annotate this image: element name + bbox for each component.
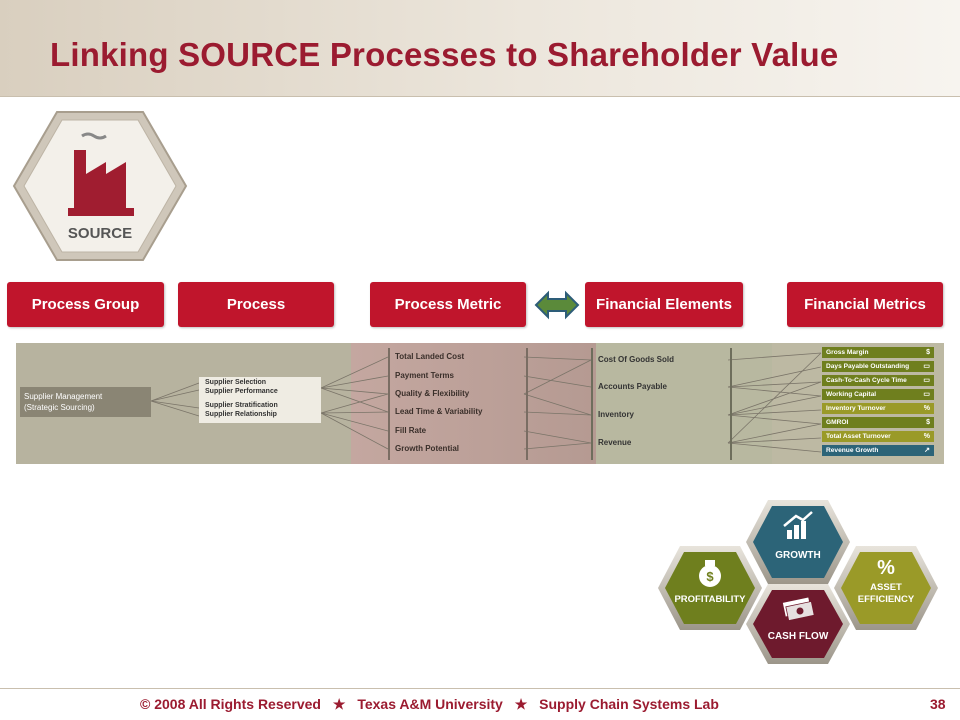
process-metrics-box: Total Landed Cost Payment Terms Quality … — [388, 348, 528, 460]
metric-icon: ▭ — [923, 363, 930, 370]
metric-icon: % — [923, 405, 930, 412]
star-icon: ★ — [514, 696, 528, 712]
page-number: 38 — [930, 696, 946, 712]
financial-metric-row: Total Asset Turnover% — [822, 431, 934, 442]
financial-metric-row: Inventory Turnover% — [822, 403, 934, 414]
metric-icon: $ — [926, 419, 930, 426]
footer: © 2008 All Rights Reserved ★ Texas A&M U… — [140, 696, 719, 713]
processes-box: Supplier Selection Supplier Performance … — [199, 377, 321, 423]
header-financial-metrics: Financial Metrics — [787, 282, 943, 327]
process-diagram: Supplier Management (Strategic Sourcing)… — [16, 343, 944, 464]
financial-metric-label: Revenue Growth — [826, 447, 879, 454]
svg-text:ASSET: ASSET — [870, 582, 902, 593]
metric-icon: ▭ — [923, 391, 930, 398]
footer-university: Texas A&M University — [357, 696, 503, 712]
financial-metric-row: Days Payable Outstanding ▭ — [822, 361, 934, 372]
growth-hexagon: GROWTH — [746, 500, 850, 584]
footer-copyright: © 2008 All Rights Reserved — [140, 696, 321, 712]
connector-lines — [150, 352, 822, 453]
header-financial-elements: Financial Elements — [585, 282, 743, 327]
svg-text:PROFITABILITY: PROFITABILITY — [674, 594, 746, 605]
source-badge: SOURCE — [12, 111, 188, 261]
financial-metric-row: GMROI $ — [822, 417, 934, 428]
title-bar — [0, 0, 960, 97]
metric-icon: % — [923, 433, 930, 440]
financial-metric-row: Cash-To-Cash Cycle Time ▭ — [822, 375, 934, 386]
metric-icon: ▭ — [923, 377, 930, 384]
star-icon: ★ — [332, 696, 346, 712]
footer-lab: Supply Chain Systems Lab — [539, 696, 719, 712]
cash-stack-icon — [782, 597, 815, 622]
metric-icon: $ — [926, 349, 930, 356]
financial-metric-label: Gross Margin — [826, 349, 869, 356]
financial-metric-row: Gross Margin $ — [822, 347, 934, 358]
financial-metric-label: Days Payable Outstanding — [826, 363, 910, 370]
header-process: Process — [178, 282, 334, 327]
cash-flow-hexagon: CASH FLOW — [746, 584, 850, 664]
financial-metric-label: Working Capital — [826, 391, 877, 398]
header-process-group: Process Group — [7, 282, 164, 327]
financial-metric-label: Inventory Turnover — [826, 405, 886, 412]
process-group-box: Supplier Management (Strategic Sourcing) — [20, 387, 151, 417]
source-badge-label: SOURCE — [68, 225, 132, 242]
svg-text:CASH FLOW: CASH FLOW — [768, 631, 829, 642]
money-bag-icon: $ — [699, 560, 721, 587]
percent-icon: % — [877, 557, 895, 579]
financial-metric-label: Total Asset Turnover — [826, 433, 891, 440]
page-title: Linking SOURCE Processes to Shareholder … — [50, 36, 839, 73]
footer-divider — [0, 688, 960, 689]
financial-elements-box: Cost Of Goods Sold Accounts Payable Inve… — [591, 348, 732, 460]
financial-metrics-list: Gross Margin$Days Payable Outstanding▭Ca… — [821, 347, 937, 461]
value-hexagons: GROWTH $ PROFITABILITY % ASSET EFFICIENC… — [658, 500, 938, 664]
svg-text:$: $ — [706, 569, 714, 584]
asset-efficiency-hexagon: % ASSET EFFICIENCY — [834, 546, 938, 630]
financial-metric-row: Working Capital ▭ — [822, 389, 934, 400]
financial-metric-label: GMROI — [826, 419, 849, 426]
metric-icon: ↗ — [924, 447, 930, 454]
svg-text:EFFICIENCY: EFFICIENCY — [858, 594, 915, 605]
svg-text:GROWTH: GROWTH — [775, 550, 821, 561]
factory-icon — [68, 132, 134, 216]
financial-metric-row: Revenue Growth ↗ — [822, 445, 934, 456]
profitability-hexagon: $ PROFITABILITY — [658, 546, 762, 630]
growth-chart-icon — [783, 511, 813, 539]
double-arrow-icon — [534, 290, 580, 320]
financial-metric-label: Cash-To-Cash Cycle Time — [826, 377, 907, 384]
header-process-metric: Process Metric — [370, 282, 526, 327]
